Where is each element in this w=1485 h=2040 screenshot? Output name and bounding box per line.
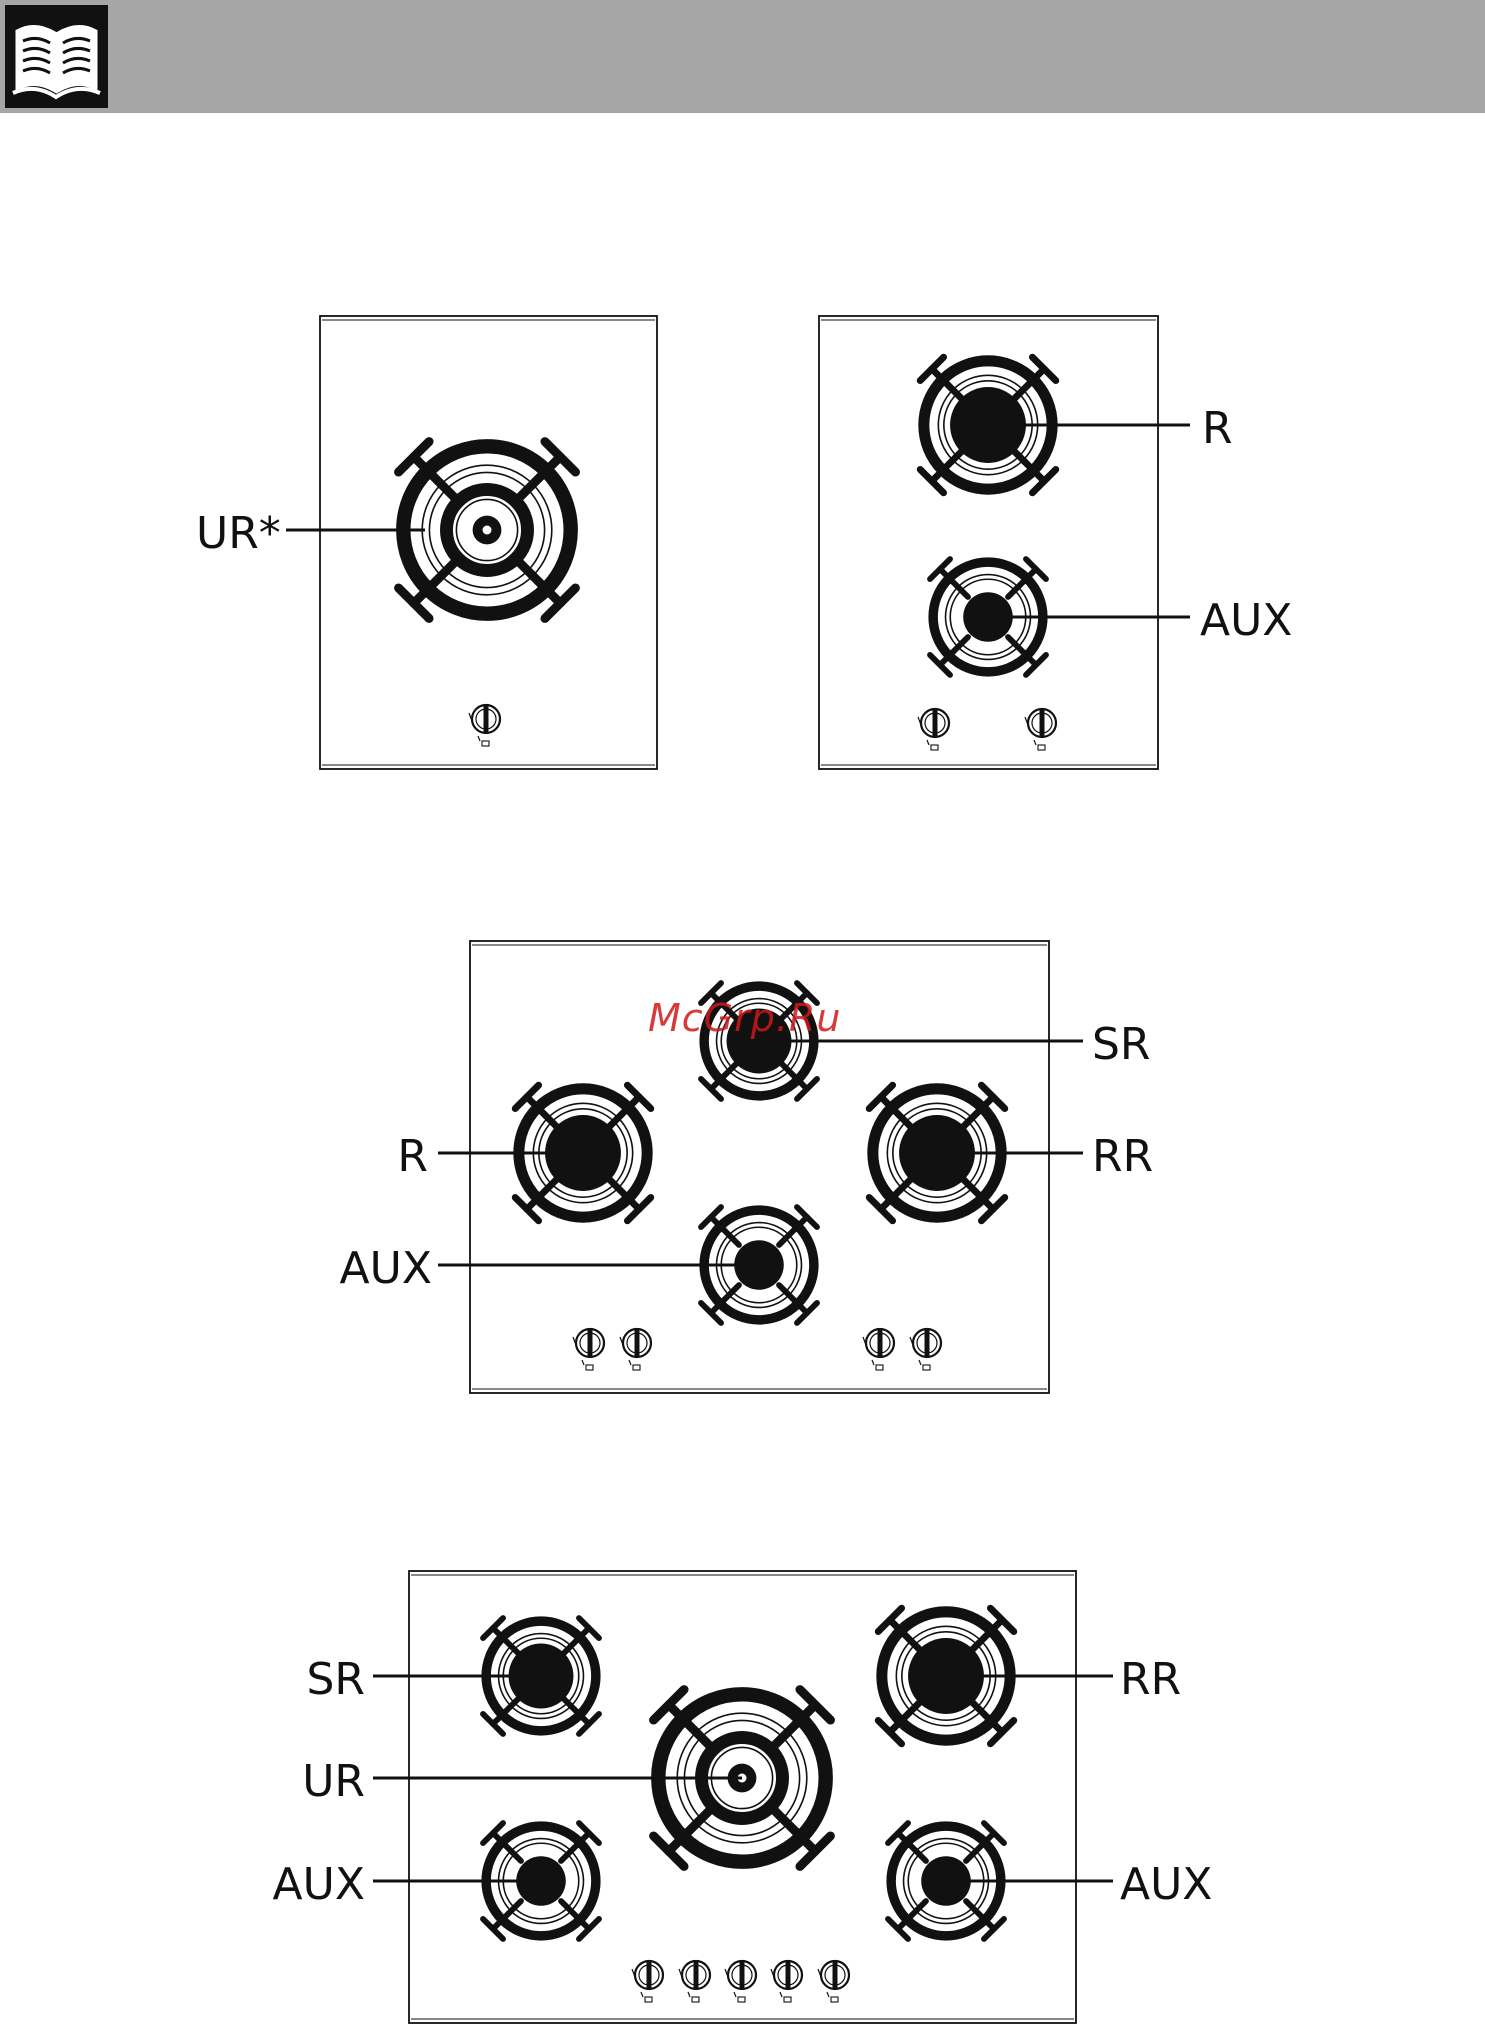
burner-label: RR <box>1092 1131 1153 1182</box>
burner-label: R <box>1202 403 1233 454</box>
burner-label: R <box>397 1131 428 1182</box>
burner-label: AUX <box>1200 595 1292 646</box>
watermark-text: McGrp.Ru <box>648 996 841 1040</box>
burner-label: SR <box>1092 1019 1151 1070</box>
burner-label: AUX <box>273 1859 365 1910</box>
burner-label: AUX <box>340 1243 432 1294</box>
hob-five-burner: SR RR UR AUX AUX <box>273 1571 1213 2023</box>
hob-two-burner: R AUX <box>819 316 1292 769</box>
burner-label: SR <box>306 1654 365 1705</box>
hob-single-burner: UR* <box>196 316 657 769</box>
hob-frame <box>409 1571 1076 2023</box>
burner-label: UR* <box>196 508 281 559</box>
hob-frame <box>819 316 1158 769</box>
burner-label: RR <box>1120 1654 1181 1705</box>
burner-label: AUX <box>1120 1859 1212 1910</box>
burner-label: UR <box>302 1756 365 1807</box>
